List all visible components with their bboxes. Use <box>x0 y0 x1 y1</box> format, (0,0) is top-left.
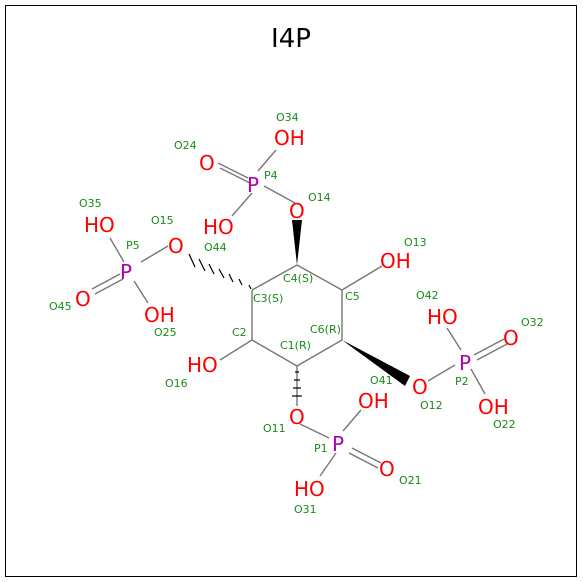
atom-o16: HO <box>187 353 218 377</box>
label-p1: P1 <box>314 442 328 455</box>
atom-o15: O <box>168 234 184 258</box>
atom-o24-hydroxyl: HO <box>203 215 234 239</box>
label-o41: O41 <box>370 374 393 387</box>
atom-p2: P <box>459 351 471 375</box>
atom-o24: O <box>199 151 215 175</box>
label-c2: C2 <box>232 326 247 339</box>
label-o31: O31 <box>294 503 317 516</box>
molecule-structure: C4(S) C5 C3(S) C6(R) C2 C1(R) O34 O24 P4… <box>49 111 544 516</box>
label-o24: O24 <box>174 139 197 152</box>
label-o15: O15 <box>151 214 174 227</box>
atom-o31-hydroxyl: OH <box>358 389 389 413</box>
ring-bonds <box>251 264 343 367</box>
atom-o34: OH <box>274 126 305 150</box>
atom-o13: OH <box>380 249 411 273</box>
label-p2: P2 <box>455 375 469 388</box>
atom-o11: O <box>289 405 305 429</box>
label-o35: O35 <box>79 197 102 210</box>
label-c5: C5 <box>345 290 360 303</box>
substituent-bonds <box>91 149 508 477</box>
label-c3: C3(S) <box>253 292 283 305</box>
label-c6: C6(R) <box>310 323 341 336</box>
molecule-title: I4P <box>271 24 311 54</box>
atom-o32: O <box>503 326 519 350</box>
label-o14: O14 <box>308 191 331 204</box>
label-p5: P5 <box>126 239 140 252</box>
label-p4: P4 <box>264 169 278 182</box>
label-o21: O21 <box>399 474 422 487</box>
atom-p5: P <box>120 260 132 284</box>
label-o11: O11 <box>263 422 286 435</box>
atom-o25: OH <box>144 303 175 327</box>
label-c4: C4(S) <box>283 272 313 285</box>
label-o45: O45 <box>49 300 72 313</box>
label-o42: O42 <box>416 289 439 302</box>
atom-o35: HO <box>84 213 115 237</box>
label-o12: O12 <box>420 399 443 412</box>
label-o44: O44 <box>204 241 227 254</box>
atom-o14: O <box>289 199 305 223</box>
wedge-bonds <box>188 220 410 397</box>
atom-p1: P <box>332 432 344 456</box>
atom-o45: O <box>75 287 91 311</box>
atom-o21: O <box>379 457 395 481</box>
label-c1: C1(R) <box>280 339 311 352</box>
atom-o42: HO <box>427 305 458 329</box>
label-o16: O16 <box>165 377 188 390</box>
label-o34: O34 <box>276 111 299 124</box>
label-o32: O32 <box>521 316 544 329</box>
atom-o22: OH <box>478 395 509 419</box>
label-o25: O25 <box>154 326 177 339</box>
atom-o31: HO <box>294 477 325 501</box>
atom-p4: P <box>247 173 259 197</box>
label-o13: O13 <box>404 236 427 249</box>
diagram-frame: I4P <box>5 5 577 577</box>
atom-o12: O <box>412 375 428 399</box>
label-o22: O22 <box>493 418 516 431</box>
